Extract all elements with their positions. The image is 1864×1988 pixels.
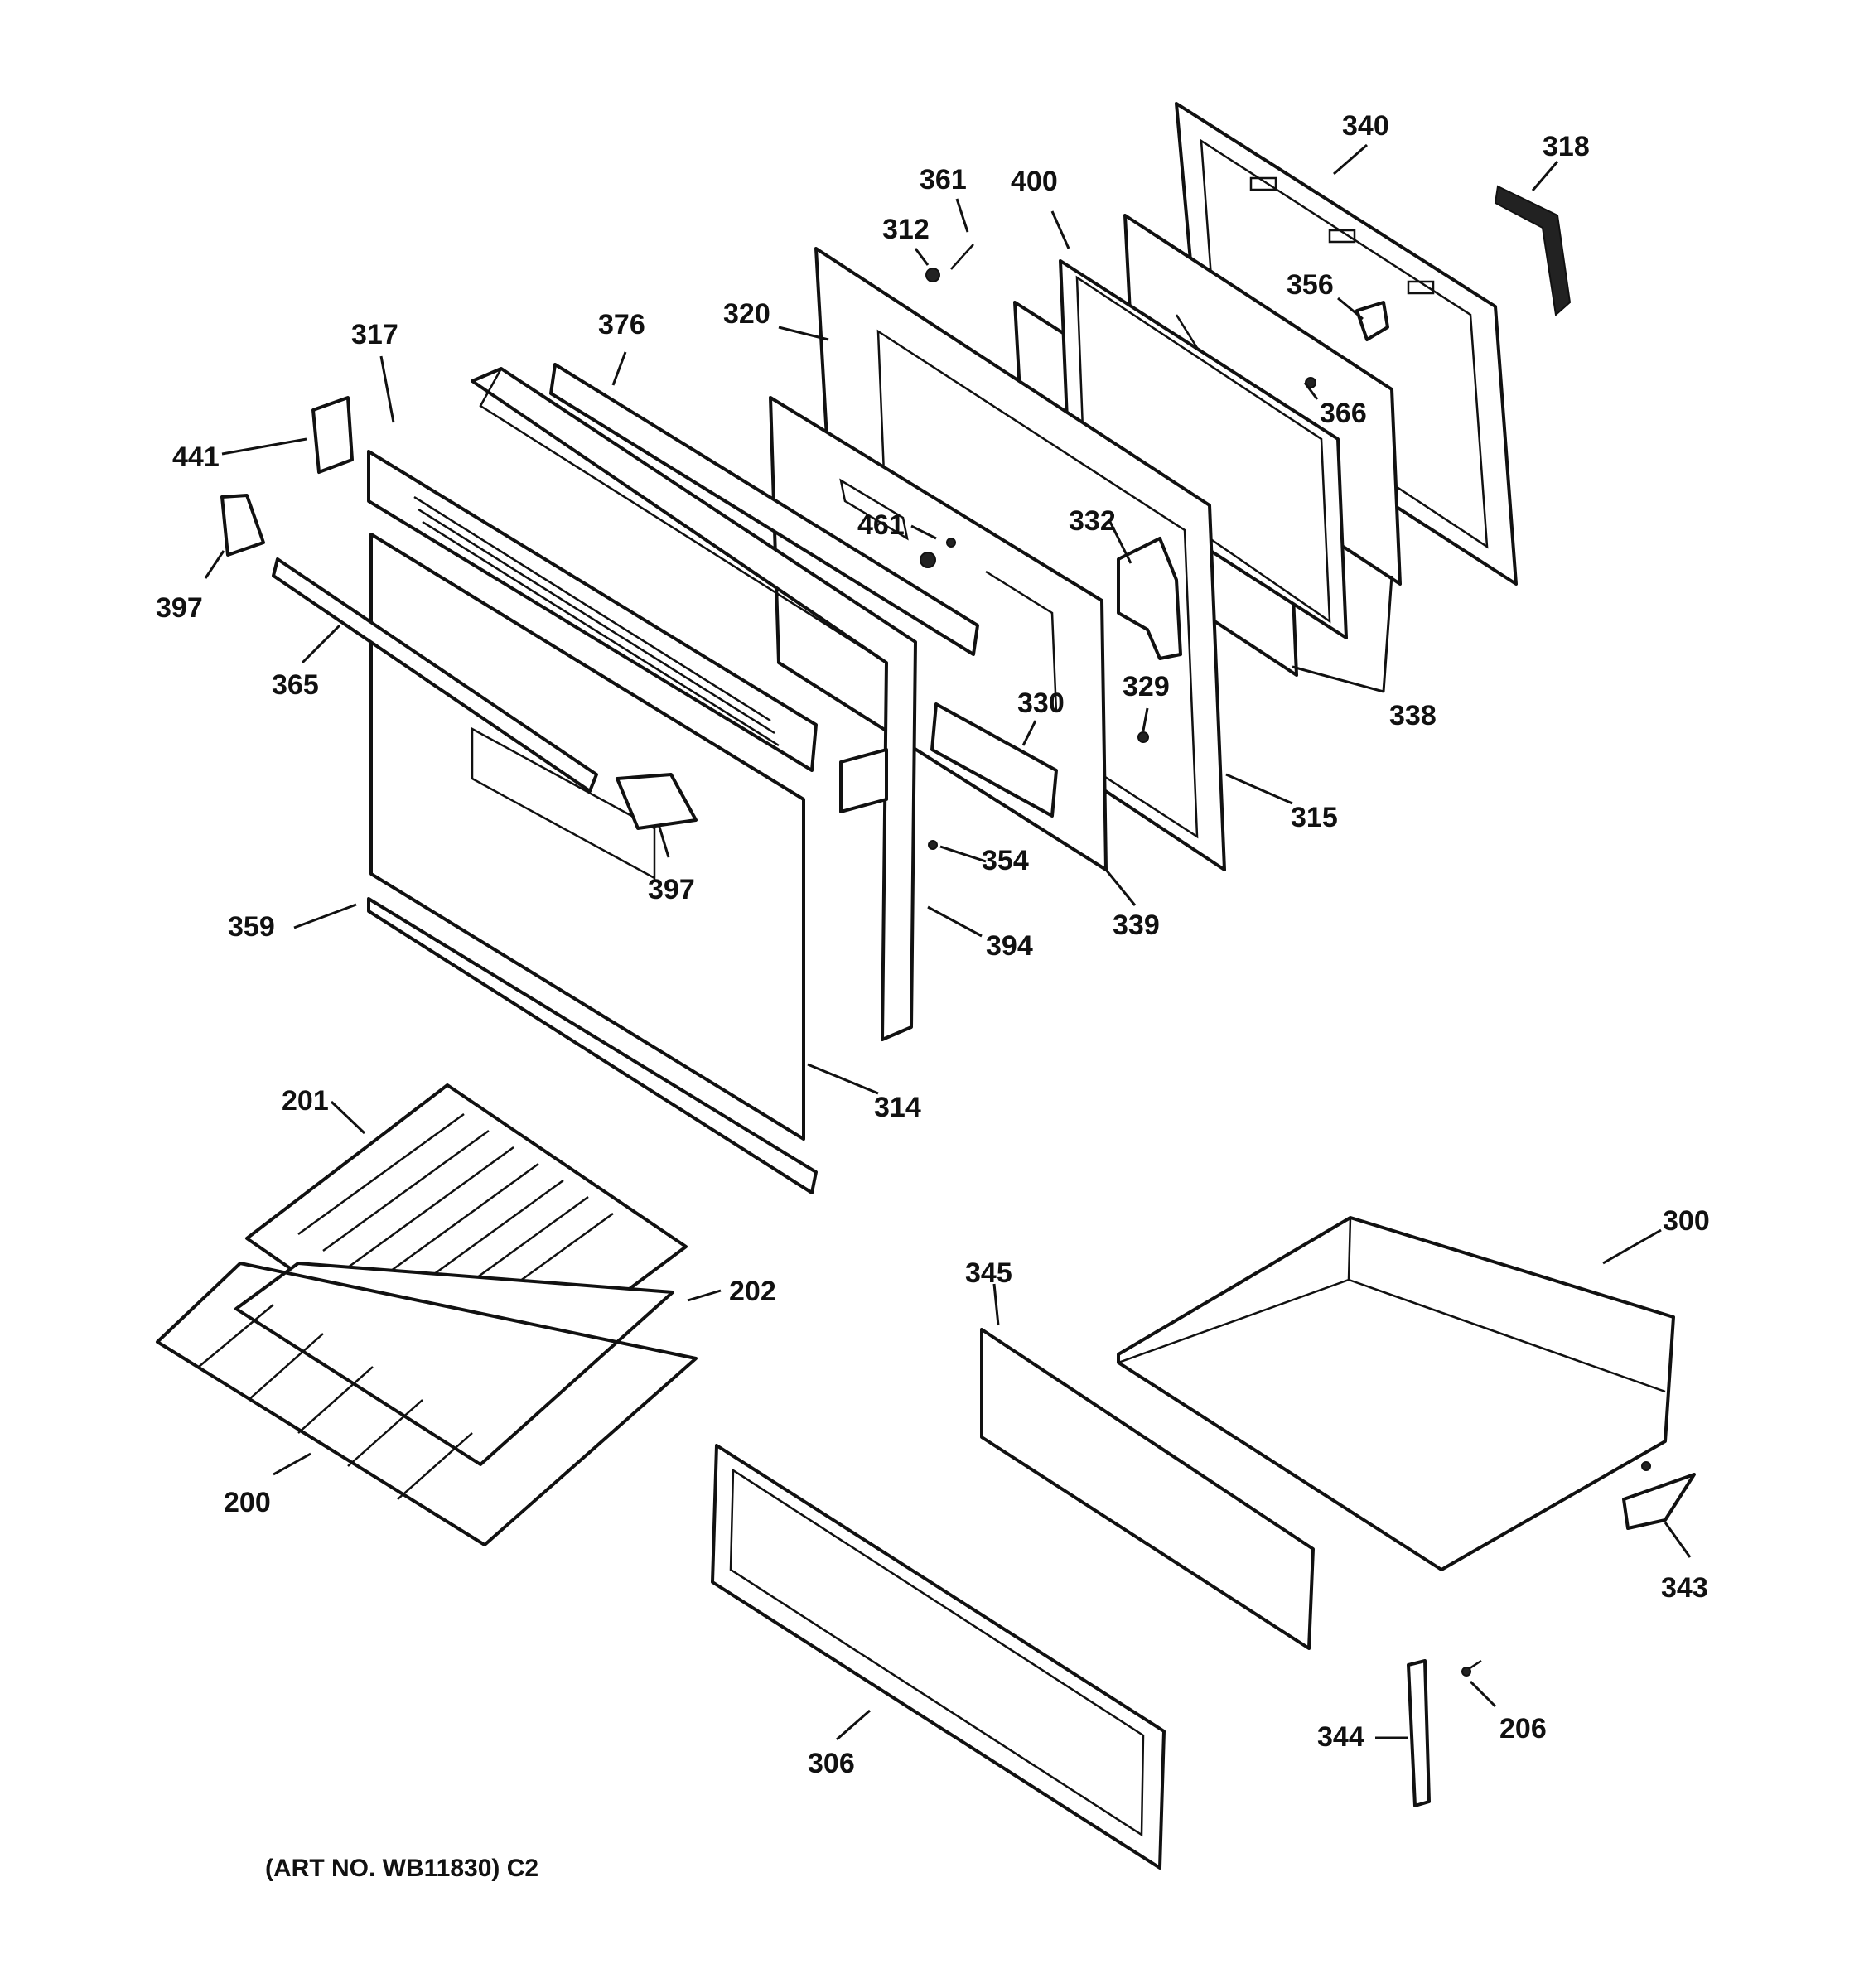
part-330-deflector [930, 702, 1058, 818]
label-306: 306 [808, 1748, 855, 1779]
label-200: 200 [224, 1487, 271, 1518]
part-200-oven-rack [156, 1262, 698, 1546]
label-320: 320 [723, 298, 770, 330]
label-344: 344 [1317, 1721, 1364, 1753]
part-317-vent-trim [367, 450, 818, 772]
label-338: 338 [1389, 700, 1437, 731]
label-461: 461 [857, 509, 905, 541]
part-359-bottom-trim [367, 897, 818, 1194]
label-376: 376 [598, 309, 645, 340]
label-366: 366 [1320, 398, 1367, 429]
label-314: 314 [874, 1092, 921, 1123]
label-206: 206 [1499, 1713, 1547, 1744]
part-394-side-frame [471, 367, 917, 1041]
label-356: 356 [1287, 269, 1334, 301]
part-343-drawer-glide [1622, 1461, 1696, 1530]
label-400: 400 [1011, 166, 1058, 197]
part-400-window-assembly [1059, 259, 1348, 639]
label-345: 345 [965, 1257, 1012, 1289]
label-361: 361 [920, 164, 967, 195]
label-441: 441 [172, 442, 220, 473]
part-labels: 340 318 361 400 312 356 320 376 317 366 … [156, 110, 1710, 1779]
label-343: 343 [1661, 1572, 1708, 1604]
label-317: 317 [351, 319, 398, 350]
part-300-drawer [1117, 1216, 1675, 1571]
label-202: 202 [729, 1276, 776, 1307]
part-318-gasket [1494, 185, 1572, 316]
label-397-left: 397 [156, 592, 203, 624]
part-306-drawer-front [711, 1444, 1166, 1870]
label-394: 394 [986, 930, 1033, 962]
part-376-vent-channel [549, 363, 979, 656]
label-359: 359 [228, 911, 275, 943]
label-329: 329 [1123, 671, 1170, 702]
part-397-endcap-left [220, 494, 265, 557]
part-441-bracket [311, 396, 354, 474]
part-397-handle-endcap [616, 773, 698, 830]
part-206-screw [1461, 1659, 1482, 1677]
label-201: 201 [282, 1085, 329, 1117]
hardware-screws [839, 244, 1389, 850]
label-318: 318 [1543, 131, 1590, 162]
label-397-door: 397 [648, 874, 695, 905]
part-202-broiler-pan [234, 1262, 674, 1466]
label-330: 330 [1017, 688, 1065, 719]
art-number-caption: (ART NO. WB11830) C2 [265, 1855, 538, 1882]
label-332: 332 [1069, 505, 1116, 537]
part-365-handle [272, 557, 598, 793]
label-315: 315 [1291, 802, 1338, 833]
label-300: 300 [1663, 1205, 1710, 1237]
part-345-drawer-liner [980, 1328, 1315, 1650]
label-365: 365 [272, 669, 319, 701]
label-340: 340 [1342, 110, 1389, 142]
label-339: 339 [1113, 910, 1160, 941]
label-354: 354 [982, 845, 1029, 876]
part-332-hinge-cover [1117, 537, 1182, 660]
part-344-rail [1407, 1659, 1431, 1807]
leader-lines [204, 143, 1692, 1741]
part-314-door-panel [369, 533, 805, 1141]
label-312: 312 [882, 214, 930, 245]
